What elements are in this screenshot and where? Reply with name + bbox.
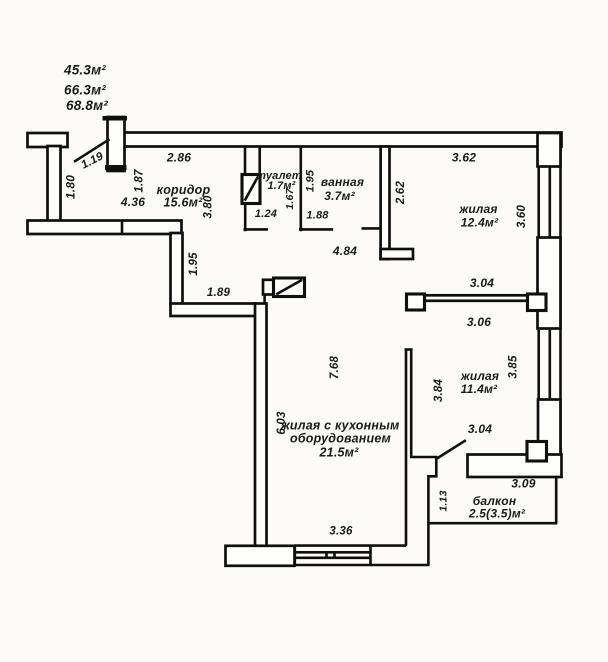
bathroom-name: ванная <box>321 175 364 189</box>
dim-kitchen-bottom: 3.36 <box>329 526 353 538</box>
entry-wall-stem <box>46 144 62 223</box>
living-partition-line <box>422 293 530 303</box>
dim-living2-right: 3.85 <box>508 355 520 379</box>
north-exterior-wall <box>122 131 563 148</box>
dim-living1-left: 2.62 <box>395 181 407 206</box>
kitchen-living-west-wall <box>253 302 268 548</box>
living2-area: 11.4м² <box>461 382 498 396</box>
corridor-southwest-wall <box>26 219 183 236</box>
summary-area-2: 66.3м² <box>64 83 106 98</box>
south-wall-west-cap <box>224 544 296 568</box>
dim-living1-bottom: 3.04 <box>470 276 494 290</box>
dim-toilet-width: 1.24 <box>255 208 277 220</box>
kitchen-living-name-line2: оборудованием <box>290 432 391 446</box>
balcony-area: 2.5(3.5)м² <box>468 507 526 521</box>
entry-door-leaf <box>73 138 111 163</box>
bathroom-area: 3.7м² <box>324 189 355 203</box>
corridor-step-wall-horizontal <box>169 302 257 318</box>
living1-name: жилая <box>458 202 497 216</box>
dim-entry-wall: 1.80 <box>64 175 78 199</box>
summary-area-1: 45.3м² <box>63 63 106 78</box>
dim-toilet-depth: 1.67 <box>284 187 296 209</box>
dim-balcony-door: 3.04 <box>468 422 492 436</box>
dim-corridor-top: 2.86 <box>166 151 191 165</box>
dim-living1-right: 3.60 <box>516 205 528 229</box>
entry-column-foot <box>105 165 127 170</box>
entry-column-cap <box>102 116 127 121</box>
dim-corridor-depth: 3.80 <box>203 195 215 219</box>
dim-kitchen-height: 7.68 <box>329 356 341 380</box>
balcony-name: балкон <box>473 494 517 508</box>
living2-name: жилая <box>460 369 499 383</box>
dim-passage-depth: 1.95 <box>188 252 200 276</box>
dim-living2-left: 3.84 <box>433 379 445 403</box>
living1-area: 12.4м² <box>461 216 499 230</box>
dim-bathroom-width: 1.88 <box>306 210 329 222</box>
bathroom-east-wall-return <box>379 247 415 261</box>
summary-area-3: 68.8м² <box>66 98 108 113</box>
dim-corridor-left: 1.87 <box>134 169 146 193</box>
living2-south-post <box>525 439 549 463</box>
corridor-vent-shaft-diagonal <box>275 278 303 296</box>
dim-bathroom-wall: 4.84 <box>332 244 357 258</box>
toilet-name: туалет <box>256 170 302 182</box>
corridor-name: коридор <box>157 183 211 197</box>
kitchen-living-name-line1: жилая с кухонным <box>280 419 400 433</box>
dim-bathroom-depth: 1.95 <box>304 169 316 192</box>
dim-passage-width: 1.89 <box>207 287 231 299</box>
dim-corridor-width: 4.36 <box>120 195 145 209</box>
living2-west-wall-inner-and-balcony-edge <box>409 349 438 566</box>
dim-kitchen-left: 6.03 <box>276 411 288 435</box>
living-partition-post-west <box>404 292 427 312</box>
corridor-step-wall-vertical <box>169 231 184 306</box>
dim-balcony-top: 3.09 <box>511 477 535 491</box>
balcony-door-leaf <box>436 439 467 460</box>
toilet-area: 1.7м² <box>267 180 295 192</box>
dim-living2-top: 3.06 <box>467 315 491 329</box>
corridor-area: 15.6м² <box>164 196 204 210</box>
dim-living1-top: 3.62 <box>452 151 476 165</box>
kitchen-living-area: 21.5м² <box>319 446 360 460</box>
dim-balcony-left: 1.13 <box>438 490 450 511</box>
living-partition-post-east <box>525 292 548 313</box>
east-wall-block-north <box>536 131 562 168</box>
bathroom-east-wall <box>379 145 391 261</box>
dim-entry-door: 1.19 <box>79 150 105 171</box>
toilet-vent-shaft-diagonal <box>243 176 259 202</box>
east-wall-block-middle <box>536 236 562 330</box>
entry-column <box>106 115 126 173</box>
